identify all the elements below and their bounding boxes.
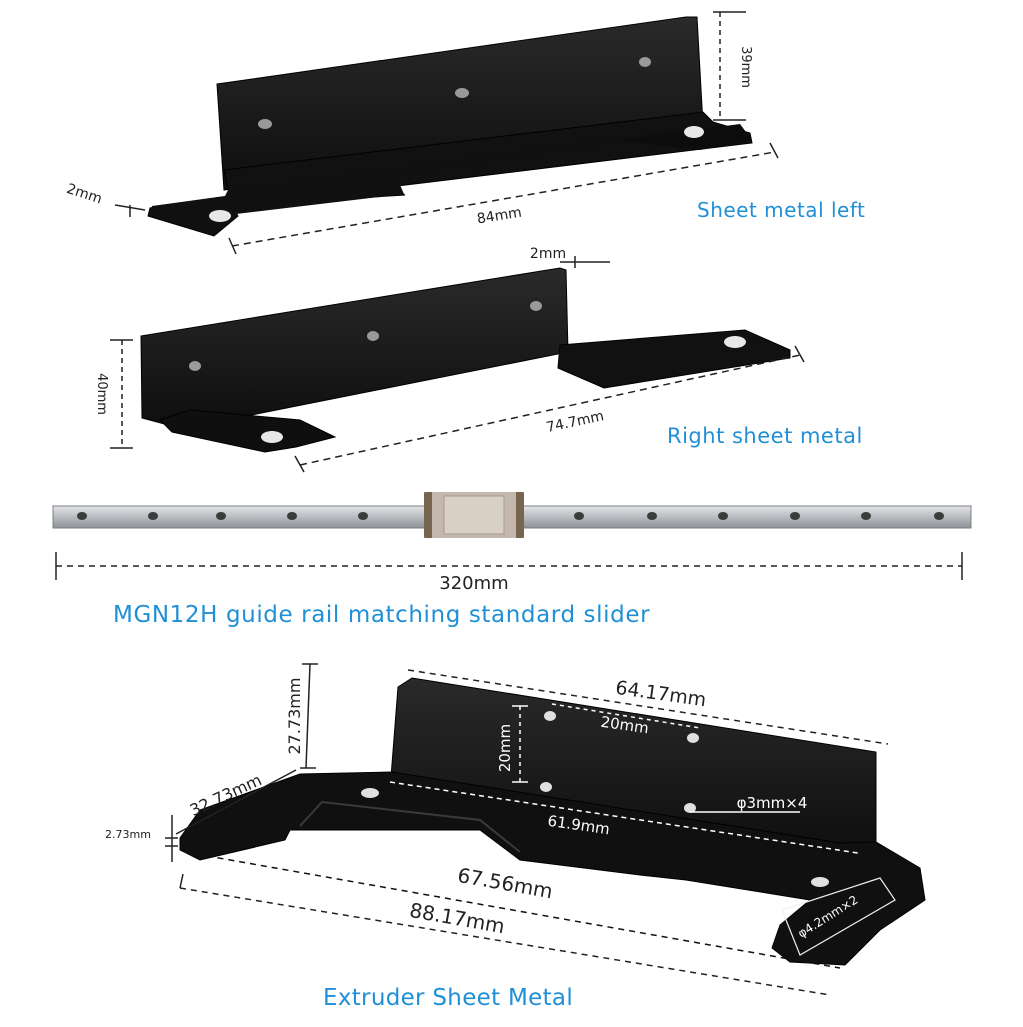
dim-thickness-label: 2mm: [530, 246, 566, 262]
hole: [209, 210, 231, 222]
hole: [455, 88, 469, 98]
hole: [361, 788, 379, 798]
dimension-lines-left: [114, 11, 779, 255]
hole: [540, 782, 552, 792]
dim-length-label: 74.7mm: [545, 408, 606, 436]
extruder-sheet-metal-part: [179, 677, 926, 966]
dim-height-label: 27.73mm: [285, 678, 304, 755]
hole: [639, 57, 651, 67]
dim-thickness-label: 2.73mm: [105, 828, 151, 841]
hole: [684, 803, 696, 813]
slider-block: [424, 492, 524, 538]
caption-guide-rail: MGN12H guide rail matching standard slid…: [113, 602, 651, 628]
dimension-lines-right: [110, 256, 805, 473]
hole: [367, 331, 379, 341]
caption-right-sheet-metal: Right sheet metal: [667, 424, 863, 448]
caption-extruder-sheet-metal: Extruder Sheet Metal: [323, 985, 574, 1011]
sheet-metal-left-part: [147, 16, 753, 237]
dimension-lines-rail: [55, 552, 963, 580]
caption-sheet-metal-left: Sheet metal left: [697, 198, 866, 222]
hole: [687, 733, 699, 743]
hole: [258, 119, 272, 129]
dim-height-label: 39mm: [738, 46, 753, 88]
dim-height-label: 40mm: [94, 373, 109, 415]
rail-holes: [77, 512, 944, 520]
hole: [189, 361, 201, 371]
dimension-lines-extruder: [165, 663, 889, 996]
dim-length-label: 320mm: [439, 573, 508, 594]
right-sheet-metal-part: [140, 267, 791, 453]
dim-length-label: 84mm: [476, 205, 523, 228]
dimension-lines-extruder-inner: [389, 703, 859, 854]
dim-total-label: 88.17mm: [408, 898, 507, 938]
dim-hole-spacing-v-label: 20mm: [496, 724, 514, 772]
dim-base-inner-label: 67.56mm: [456, 863, 555, 903]
hole: [530, 301, 542, 311]
hole: [544, 711, 556, 721]
hole: [724, 336, 746, 348]
hole: [684, 126, 704, 138]
hole: [261, 431, 283, 443]
hole: [811, 877, 829, 887]
dim-top-width-label: 64.17mm: [614, 677, 708, 712]
dim-hole-dia-label: φ3mm×4: [737, 794, 808, 812]
dim-thickness-label: 2mm: [65, 181, 104, 207]
